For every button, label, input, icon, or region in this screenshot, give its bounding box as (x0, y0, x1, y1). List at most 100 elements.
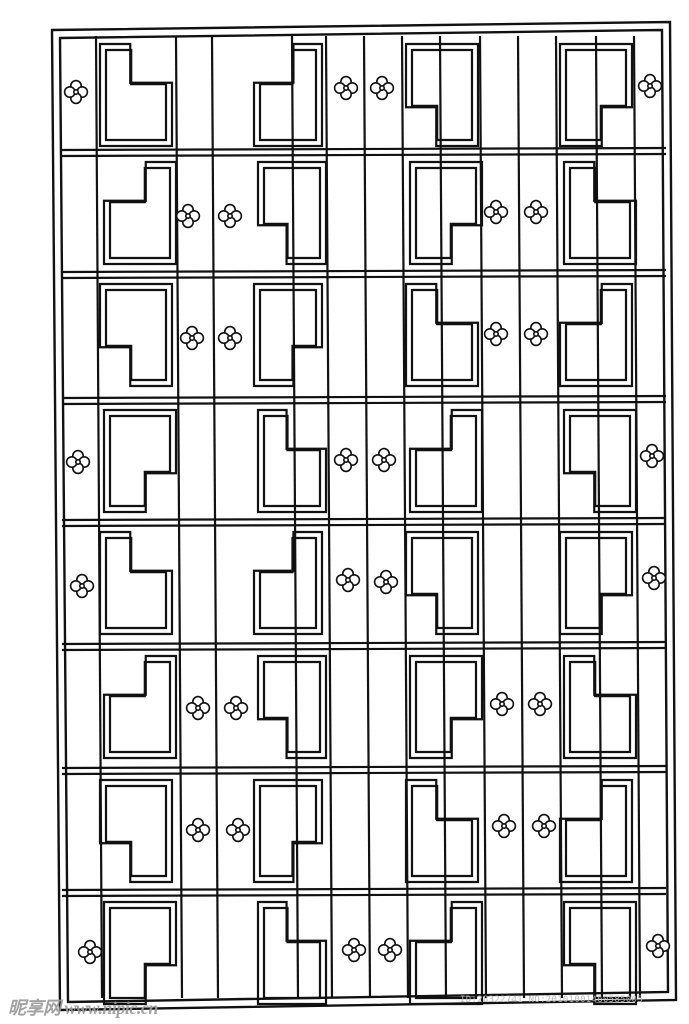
lattice-panel-inner (104, 784, 168, 878)
rail-line-inner (61, 400, 667, 406)
flower-center (195, 826, 202, 833)
lattice-panel (562, 900, 638, 1006)
lattice-panel-inner (410, 48, 474, 142)
flower-center (189, 334, 196, 341)
lattice-panel (252, 530, 324, 636)
lattice-panel (408, 654, 484, 760)
flower-ornament (489, 691, 515, 717)
flower-ornament (335, 567, 361, 593)
flower-center (498, 700, 505, 707)
rail-line (61, 268, 667, 274)
lattice-panel-inner (564, 48, 628, 142)
mullion-line (290, 35, 300, 999)
flower-ornament (523, 199, 549, 225)
rail-line-inner (61, 770, 667, 776)
flower-ornament (491, 813, 517, 839)
lattice-panel (256, 654, 328, 760)
lattice-panel-inner (108, 414, 172, 508)
flower-ornament (217, 203, 243, 229)
lattice-panel (558, 282, 634, 388)
flower-center (344, 576, 351, 583)
flower-center (235, 826, 242, 833)
flower-ornament (65, 449, 91, 475)
flower-center (342, 85, 349, 92)
flower-center (227, 334, 234, 341)
lattice-panel (102, 408, 178, 514)
lattice-panel (562, 654, 638, 760)
flower-center (227, 213, 234, 220)
rail-line-inner (61, 152, 667, 158)
mullion-line (210, 35, 220, 999)
rail-line-inner (61, 274, 667, 280)
lattice-panel-inner (414, 414, 478, 508)
lattice-panel (102, 160, 178, 266)
flower-center (380, 456, 387, 463)
lattice-panel-inner (262, 660, 322, 754)
flower-ornament (641, 565, 667, 591)
lattice-panel-inner (414, 166, 478, 260)
flower-ornament (333, 75, 359, 101)
lattice-panel-inner (108, 906, 172, 1000)
flower-center (233, 704, 240, 711)
mullion-line (594, 35, 604, 999)
rail-line (61, 886, 667, 892)
lattice-panel-inner (262, 166, 322, 260)
watermark-image-id: ID:28322741 NO:20101001460585005 (460, 995, 643, 1005)
flower-center (492, 330, 499, 337)
lattice-panel (98, 778, 174, 884)
lattice-panel-inner (568, 166, 632, 260)
flower-center (75, 458, 82, 465)
rail-line (61, 640, 667, 646)
flower-ornament (531, 813, 557, 839)
flower-ornaments (63, 73, 671, 965)
flower-center (87, 948, 94, 955)
lattice-panel-inner (410, 536, 474, 630)
flower-center (650, 574, 657, 581)
lattice-panel-inner (258, 48, 318, 142)
flower-center (532, 209, 539, 216)
flower-ornament (175, 203, 201, 229)
lattice-panel-inner (564, 536, 628, 630)
flower-ornament (341, 937, 367, 963)
lattice-panel-inner (414, 660, 478, 754)
flower-ornament (369, 75, 395, 101)
lattice-panel-inner (564, 784, 628, 878)
flower-center (185, 213, 192, 220)
flower-ornament (523, 321, 549, 347)
flower-ornament (377, 937, 403, 963)
lattice-panel (404, 42, 480, 148)
lattice-panel (256, 408, 328, 514)
flower-ornament (77, 939, 103, 965)
lattice-panel-inner (568, 906, 632, 1000)
flower-ornament (333, 447, 359, 473)
flower-ornament (63, 79, 89, 105)
lattice-panel (98, 282, 174, 388)
lattice-panel (558, 778, 634, 884)
flower-center (536, 700, 543, 707)
flower-ornament (185, 817, 211, 843)
rail-line-inner (61, 892, 667, 898)
lattice-panel (256, 160, 328, 266)
lattice-panel-inner (414, 906, 478, 1000)
lattice-panel (252, 778, 324, 884)
flower-center (646, 83, 653, 90)
flower-ornament (225, 817, 251, 843)
lattice-panel (102, 654, 178, 760)
flower-center (492, 209, 499, 216)
watermark-site-logo: 昵享网 www.nipic.cn (8, 998, 158, 1018)
flower-center (648, 452, 655, 459)
flower-center (540, 822, 547, 829)
lattice-panel-inner (104, 288, 168, 382)
lattice-panel (558, 530, 634, 636)
flower-center (654, 942, 661, 949)
flower-ornament (645, 933, 671, 959)
rail-line-inner (61, 646, 667, 652)
rail-line (61, 146, 667, 152)
lattice-panel-inner (104, 536, 168, 630)
flower-center (79, 582, 86, 589)
lattice-panel-inner (258, 784, 318, 878)
lattice-panel-inner (564, 288, 628, 382)
lattice-panel-inner (258, 288, 318, 382)
flower-ornament (179, 325, 205, 351)
frame-inner (58, 28, 670, 1004)
